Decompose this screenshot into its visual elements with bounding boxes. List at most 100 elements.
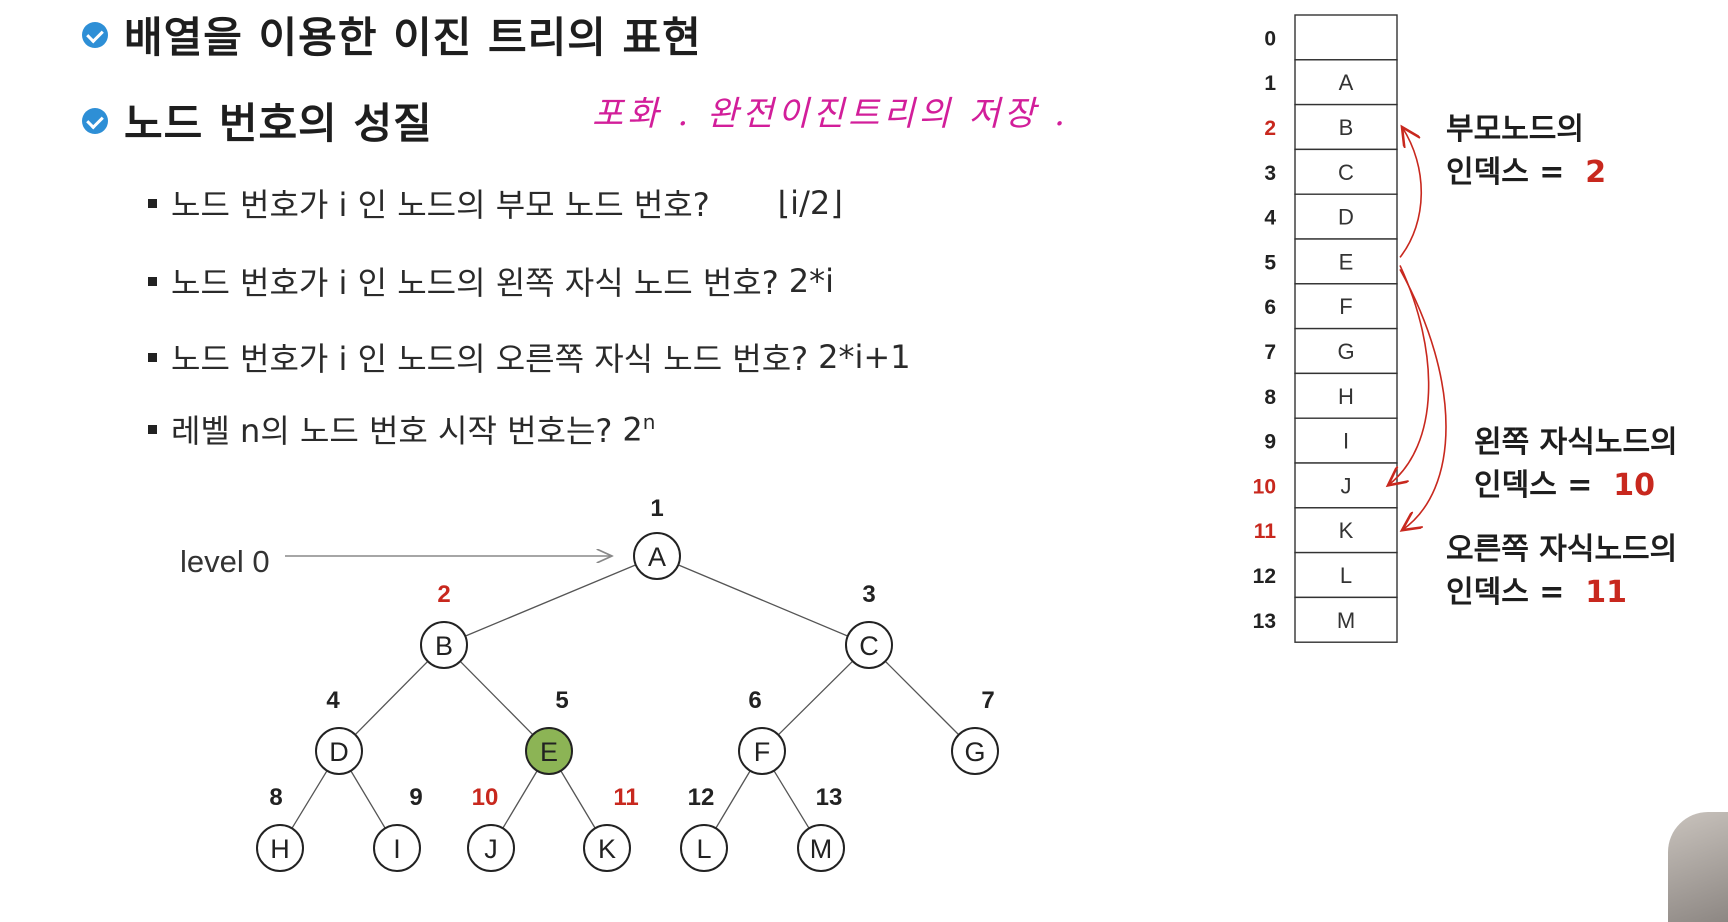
- tree-node-number: 5: [555, 687, 568, 714]
- tree-node-label: E: [540, 737, 558, 767]
- tree-node-number: 4: [326, 687, 340, 714]
- bullet-right-child-index: 노드 번호가 i 인 노드의 오른쪽 자식 노드 번호? 2*i+1: [148, 334, 911, 380]
- parent-index-value: 2: [1585, 155, 1607, 190]
- tree-node-circle: [583, 824, 631, 872]
- tree-node-number: 1: [650, 495, 663, 522]
- tree-node-J: J10: [467, 784, 515, 872]
- tree-node-circle: [373, 824, 421, 872]
- array-value-7: G: [1337, 339, 1354, 364]
- tree-edges: [291, 564, 960, 829]
- level-label: level 0: [180, 544, 270, 579]
- array-cell-2: [1294, 103, 1398, 151]
- bullet-parent-index: 노드 번호가 i 인 노드의 부모 노드 번호? ⌊i/2⌋: [148, 180, 843, 226]
- tree-node-number: 9: [409, 784, 422, 811]
- right-child-index-line2: 인덱스 = 11: [1446, 575, 1628, 610]
- array-value-6: F: [1339, 294, 1352, 319]
- tree-node-label: D: [329, 737, 349, 767]
- array-index-5: 5: [1264, 251, 1276, 274]
- presenter-video: [1668, 812, 1728, 922]
- bullet-square-icon: [148, 424, 157, 434]
- tree-edge-2-5: [459, 660, 534, 736]
- left-child-index-label: 왼쪽 자식노드의 인덱스 = 10: [1474, 421, 1678, 507]
- array-value-5: E: [1339, 249, 1354, 274]
- array-index-8: 8: [1264, 386, 1276, 409]
- bullet-left-child-index: 노드 번호가 i 인 노드의 왼쪽 자식 노드 번호? 2*i: [148, 258, 834, 304]
- tree-edge-1-2: [464, 564, 637, 637]
- array-index-2: 2: [1264, 117, 1276, 140]
- array-value-3: C: [1338, 160, 1354, 185]
- tree-node-circle: [738, 727, 786, 775]
- tree-node-number: 8: [269, 784, 282, 811]
- array-index-11: 11: [1254, 520, 1277, 543]
- array-index-9: 9: [1264, 431, 1276, 454]
- array-value-4: D: [1338, 205, 1354, 230]
- tree-node-circle: [845, 621, 893, 669]
- check-circle-icon: [82, 21, 108, 48]
- tree-node-number: 13: [816, 784, 843, 811]
- tree-edge-2-4: [354, 660, 429, 736]
- tree-node-number: 3: [862, 581, 875, 608]
- array-index-4: 4: [1264, 207, 1276, 230]
- tree-node-number: 7: [981, 687, 994, 714]
- array-cell-13: [1294, 596, 1398, 643]
- tree-node-M: M 13: [797, 784, 845, 872]
- tree-node-H: H8: [256, 784, 304, 872]
- array-index-12: 12: [1253, 565, 1276, 588]
- tree-edge-1-3: [677, 564, 849, 637]
- right-child-index-value: 11: [1585, 575, 1628, 610]
- tree-node-label: M: [810, 834, 833, 864]
- arrow-to-left-child: [1388, 265, 1430, 485]
- bullet-square-icon: [148, 198, 157, 208]
- tree-edge-5-11: [560, 770, 596, 829]
- arrow-to-right-child: [1399, 269, 1447, 530]
- tree-edge-4-8: [291, 770, 328, 829]
- bullet-answer: 2*i: [788, 262, 834, 300]
- array-value-1: A: [1339, 70, 1354, 95]
- tree-node-circle: [951, 727, 999, 775]
- check-circle-icon: [82, 107, 108, 134]
- bullet-square-icon: [148, 352, 157, 362]
- tree-node-label: L: [696, 834, 711, 864]
- tree-node-F: F6: [738, 687, 786, 775]
- array-index-10: 10: [1253, 475, 1276, 498]
- array-index-13: 13: [1253, 610, 1276, 633]
- array-cell-6: [1294, 283, 1398, 330]
- tree-node-circle: [525, 727, 573, 775]
- parent-index-label: 부모노드의 인덱스 = 2: [1446, 108, 1606, 194]
- tree-node-circle: [256, 824, 304, 872]
- tree-node-number: 11: [613, 784, 638, 811]
- tree-node-label: I: [393, 834, 401, 864]
- array-value-11: K: [1339, 518, 1354, 543]
- bullet-answer: ⌊i/2⌋: [777, 184, 843, 222]
- array-index-6: 6: [1264, 296, 1276, 319]
- tree-node-label: G: [964, 737, 985, 767]
- left-child-index-line2: 인덱스 = 10: [1474, 468, 1656, 503]
- bullet-text: 레벨 n의 노드 번호 시작 번호는?: [171, 412, 613, 450]
- array-cell-3: [1294, 148, 1398, 195]
- tree-node-K: K11: [583, 784, 639, 872]
- tree-node-circle: [797, 824, 845, 872]
- tree-edge-6-12: [715, 770, 751, 829]
- parent-index-line1: 부모노드의: [1446, 112, 1584, 147]
- array-index-3: 3: [1264, 162, 1276, 185]
- heading-text: 배열을 이용한 이진 트리의 표현: [124, 13, 702, 62]
- tree-node-label: B: [435, 631, 453, 661]
- tree-edge-3-7: [884, 660, 960, 736]
- tree-node-number: 6: [748, 687, 761, 714]
- array-value-9: I: [1343, 429, 1349, 454]
- tree-node-C: C3: [845, 581, 893, 669]
- bullet-answer: 2n: [622, 409, 656, 449]
- tree-node-circle: [315, 727, 363, 775]
- array-cell-0: [1294, 14, 1398, 61]
- array-cell-9: [1294, 417, 1398, 464]
- tree-node-label: F: [754, 737, 771, 767]
- tree-node-L: L 12: [680, 784, 728, 872]
- tree-node-circle: [680, 824, 728, 872]
- tree-node-number: 12: [688, 784, 715, 811]
- heading-text: 노드 번호의 성질: [124, 99, 433, 148]
- bullet-text: 노드 번호가 i 인 노드의 오른쪽 자식 노드 번호?: [171, 340, 809, 378]
- bullet-level-start-index: 레벨 n의 노드 번호 시작 번호는? 2n: [148, 406, 655, 452]
